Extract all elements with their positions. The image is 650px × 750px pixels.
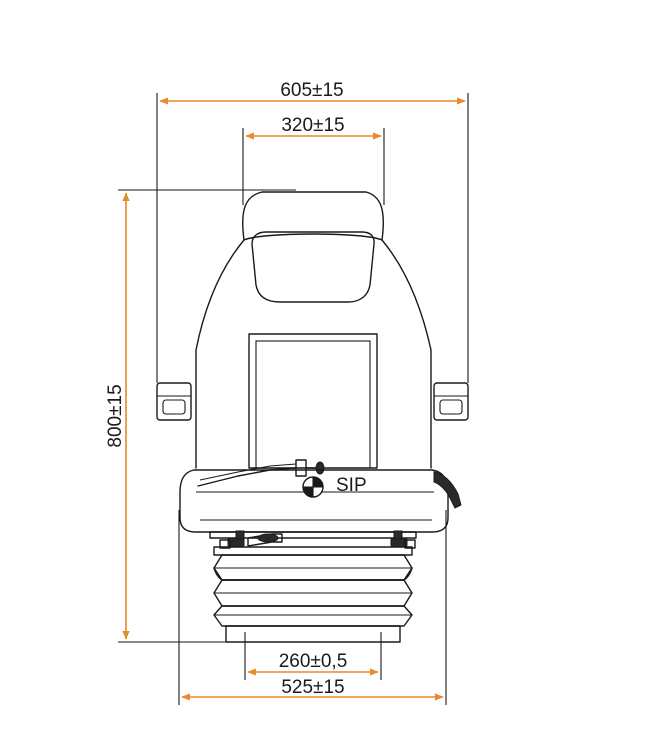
height-label: 800±15: [105, 384, 126, 447]
backrest-width-label: 320±15: [281, 115, 344, 136]
seat-outline: SIP: [156, 191, 469, 643]
backrest-panel: [248, 333, 378, 469]
right-armrest: [433, 382, 469, 421]
base-width-label: 260±0,5: [279, 651, 348, 672]
dimension-lines: [122, 97, 466, 701]
backrest-panel-inner: [255, 340, 371, 469]
right-fitting: [390, 530, 416, 549]
side-lever: [433, 471, 462, 509]
headrest-contour: [251, 231, 375, 303]
shock-absorber: [247, 533, 283, 547]
extension-lines: [118, 93, 469, 705]
seat-belt: [197, 459, 325, 487]
headrest-outline: [242, 191, 384, 241]
sip-marker: [302, 476, 324, 498]
dimension-labels: 605±15 320±15 800±15 260±0,5 525±15: [105, 80, 347, 698]
left-fitting: [219, 530, 245, 549]
suspension-bellows: [213, 546, 413, 627]
sip-label: SIP: [336, 475, 367, 496]
cushion-width-label: 525±15: [281, 677, 344, 698]
left-armrest: [156, 382, 192, 421]
base-plate: [225, 625, 401, 643]
overall-width-label: 605±15: [280, 80, 343, 101]
backrest-shell: [195, 233, 432, 469]
upper-frame: [209, 531, 417, 539]
